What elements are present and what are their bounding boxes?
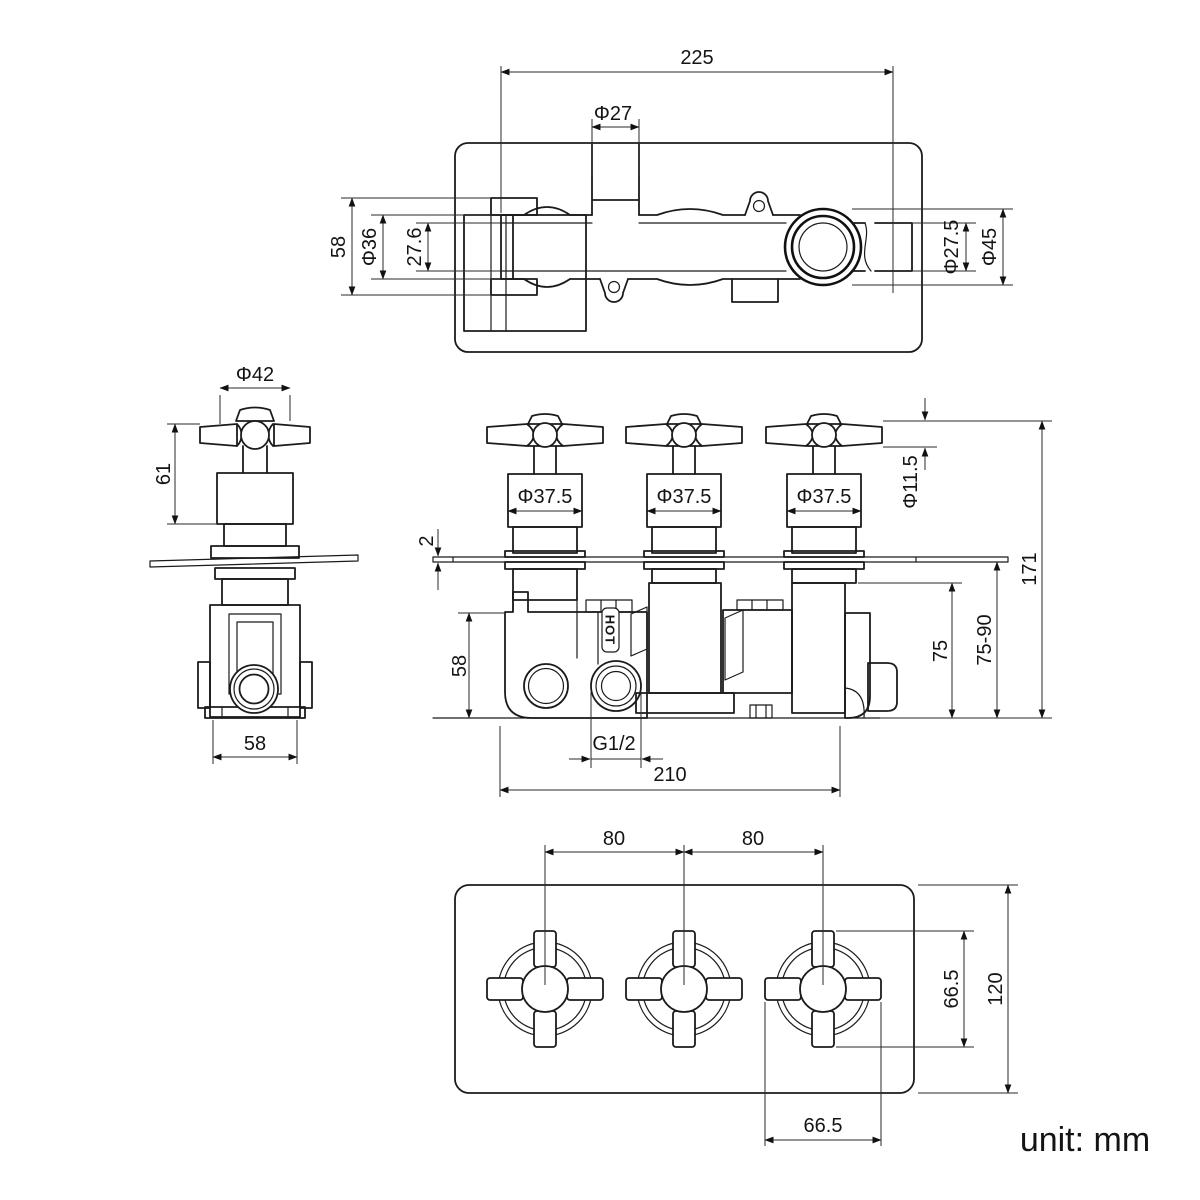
unit-note: unit: mm <box>1020 1121 1150 1159</box>
handle-assembly-1 <box>486 413 604 601</box>
dim-clamp-width: 58 <box>328 236 350 258</box>
face-plate-dimensions: 80 80 66.5 120 66.5 <box>544 828 1018 1146</box>
handle-assembly-2 <box>625 413 743 584</box>
inlet-port-side <box>229 664 279 714</box>
dim-inlet-height: 58 <box>449 655 471 677</box>
dim-depth-to-step: 75 <box>930 640 952 662</box>
top-view-dimensions: 225 Φ27 58 Φ36 27.6 Φ27.5 Φ45 <box>328 47 1013 296</box>
side-view-dimensions: Φ42 61 58 <box>153 364 298 764</box>
dim-handle-height: 61 <box>153 463 175 485</box>
wall-plate-edge-front <box>432 556 1009 563</box>
cold-inlet-port <box>523 663 569 709</box>
outlet-flange <box>783 207 863 287</box>
valve-body-plan <box>463 142 913 332</box>
dim-spacing-right: 80 <box>742 828 764 850</box>
top-plan-view: 225 Φ27 58 Φ36 27.6 Φ27.5 Φ45 <box>328 47 1013 353</box>
dim-plate-height: 120 <box>985 972 1007 1005</box>
dim-spacing-left: 80 <box>603 828 625 850</box>
dim-pipe-dia: Φ27.5 <box>941 220 963 275</box>
dim-install-depth-range: 75-90 <box>974 614 996 665</box>
dim-cross-span-vertical: 66.5 <box>941 970 963 1009</box>
dim-spoke-dia: Φ11.5 <box>900 455 922 508</box>
wall-plate-edge-side <box>149 554 359 568</box>
dim-overall-height: 171 <box>1019 552 1041 585</box>
dim-escutcheon-3: Φ37.5 <box>797 486 852 508</box>
ear-hole-top <box>752 199 766 213</box>
dim-overall-length: 225 <box>680 47 713 69</box>
dim-escutcheon-2: Φ37.5 <box>657 486 712 508</box>
dim-cross-span-horizontal: 66.5 <box>804 1115 843 1137</box>
dim-body-dia: Φ36 <box>359 228 381 266</box>
wall-plate-outline-top <box>454 142 923 353</box>
face-plate-view: 80 80 66.5 120 66.5 <box>454 828 1018 1146</box>
front-view-dimensions: Φ37.5 Φ37.5 Φ37.5 2 58 G1/2 210 Φ11.5 75… <box>416 398 1052 797</box>
hot-tag <box>601 607 620 653</box>
dim-escutcheon-1: Φ37.5 <box>518 486 573 508</box>
dim-plate-thickness: 2 <box>416 535 438 546</box>
dim-flange-dia: Φ45 <box>979 228 1001 266</box>
dim-riser-dia: Φ27 <box>594 103 632 125</box>
dim-body-length: 210 <box>653 764 686 786</box>
cross-handle-side <box>199 406 311 474</box>
face-handle-1 <box>486 930 604 1048</box>
rough-in-body: HOT <box>432 582 898 719</box>
dim-inlet-thread: G1/2 <box>592 733 635 755</box>
hot-tag-label: HOT <box>603 615 618 645</box>
dim-bore-width: 27.6 <box>404 228 426 267</box>
side-view: Φ42 61 58 <box>149 364 359 764</box>
ear-hole-bottom <box>607 280 621 294</box>
dim-handle-dia: Φ42 <box>236 364 274 386</box>
front-rough-in-view: HOT <box>416 398 1052 797</box>
dim-side-body-width: 58 <box>244 733 266 755</box>
hot-inlet-port <box>590 660 642 712</box>
cartridge-housing-plan <box>463 214 587 332</box>
valve-body-side <box>149 472 359 719</box>
side-outlet-front <box>867 662 898 712</box>
face-handle-3 <box>764 930 882 1048</box>
